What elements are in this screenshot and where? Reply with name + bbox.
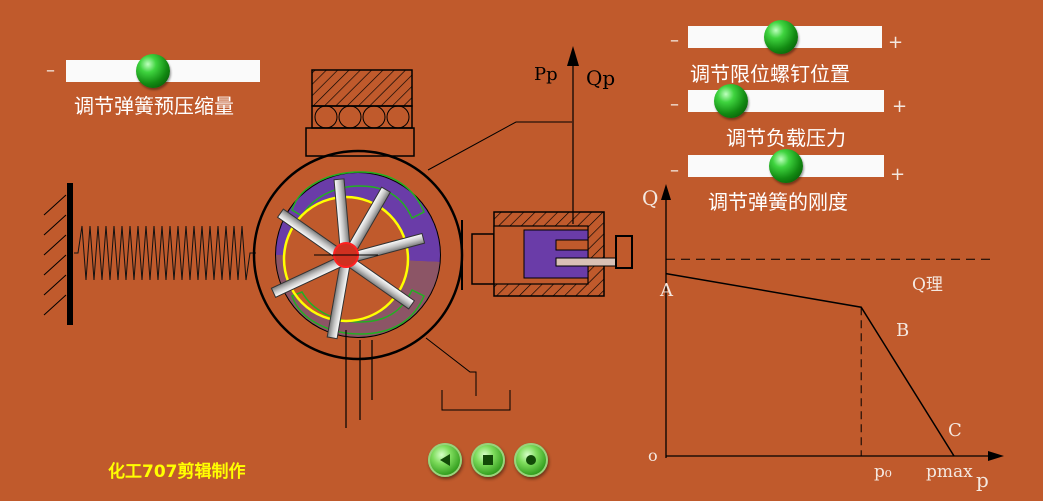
slider-knob[interactable] <box>764 20 799 54</box>
spring-stiffness-plus[interactable]: + <box>890 164 906 185</box>
qp-curve <box>665 272 955 457</box>
wall-mount <box>43 183 73 325</box>
piston-assembly <box>461 211 633 297</box>
point-label-a: A <box>660 280 673 301</box>
spring-stiffness-minus[interactable]: – <box>670 160 679 181</box>
limit-screw-minus[interactable]: – <box>670 30 679 51</box>
spring-stiffness-slider[interactable] <box>688 149 884 183</box>
leader-line <box>427 121 572 171</box>
spring-precompression-slider[interactable] <box>66 54 260 88</box>
spring <box>74 225 256 281</box>
rotor-shaft <box>314 242 378 268</box>
chart-reference-label: Q理 <box>912 275 943 295</box>
back-icon <box>440 454 450 466</box>
credit-text: 化工707剪辑制作 <box>108 462 246 482</box>
stop-icon <box>483 455 493 465</box>
slider-knob[interactable] <box>714 84 749 118</box>
limit-screw-label: 调节限位螺钉位置 <box>690 62 850 86</box>
rotor-vanes <box>270 178 426 340</box>
spring-precompression-label: 调节弹簧预压缩量 <box>74 94 234 118</box>
load-pressure-slider[interactable] <box>688 84 884 118</box>
qp-label: Qp <box>586 66 616 90</box>
chart-ylabel: Q <box>642 186 659 210</box>
point-label-c: C <box>948 420 962 441</box>
slider-knob[interactable] <box>769 149 803 183</box>
qp-chart <box>661 184 1004 461</box>
slider-knob[interactable] <box>136 54 171 88</box>
chart-xlabel: p <box>976 468 989 492</box>
center-lines <box>345 330 373 428</box>
limit-screw-block <box>305 69 415 157</box>
point-label-b: B <box>896 320 910 341</box>
spring-precompression-minus[interactable]: – <box>46 60 55 81</box>
load-pressure-minus[interactable]: – <box>670 94 679 115</box>
stop-button[interactable] <box>471 443 505 477</box>
play-icon <box>526 455 536 465</box>
drain-symbol <box>425 337 511 411</box>
back-button[interactable] <box>428 443 462 477</box>
limit-screw-plus[interactable]: + <box>888 32 904 53</box>
load-pressure-label: 调节负载压力 <box>726 126 846 150</box>
play-button[interactable] <box>514 443 548 477</box>
chart-origin: o <box>648 446 658 465</box>
pp-label: Pp <box>534 64 558 85</box>
x-tick-pmax: pmax <box>926 462 973 482</box>
x-tick-p0: p₀ <box>874 462 892 482</box>
pressure-flow-axis <box>567 46 579 224</box>
load-pressure-plus[interactable]: + <box>892 96 908 117</box>
spring-stiffness-label: 调节弹簧的刚度 <box>708 190 848 214</box>
limit-screw-slider[interactable] <box>688 20 882 54</box>
